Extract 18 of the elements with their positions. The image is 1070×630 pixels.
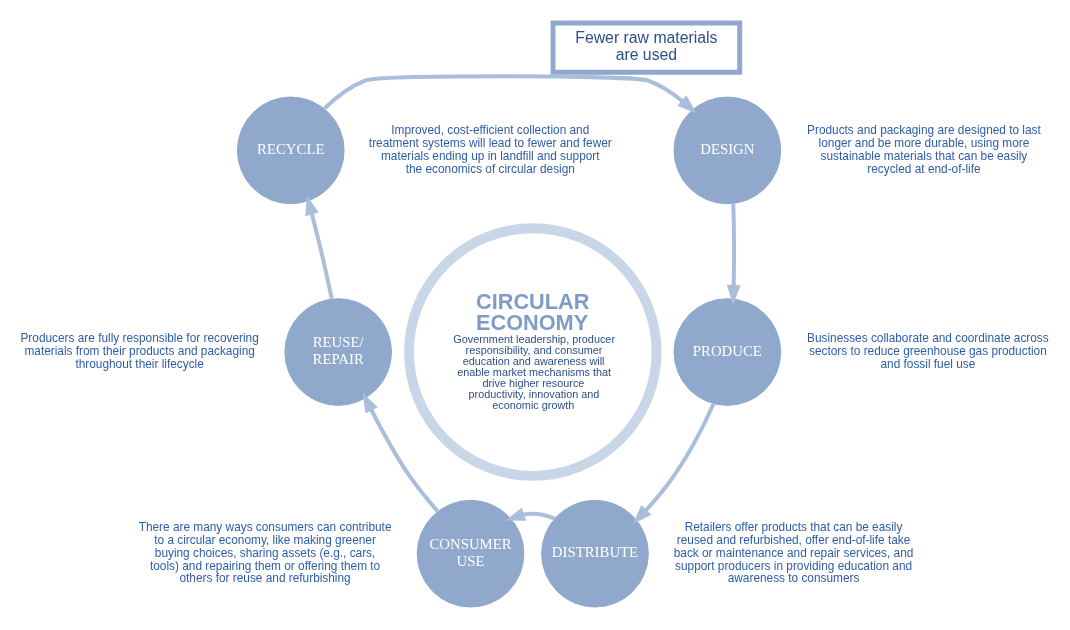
node-label: Products and packaging are designed to last longer and be more durable, using more sustainable materials that can be easily recycled at end-of-life: [807, 123, 1041, 176]
arrow: [632, 402, 716, 525]
node-circle: DISTRIBUTE: [541, 499, 649, 608]
node-circle: RECYCLE: [236, 96, 345, 205]
node-circle: CIRCULAR ECONOMY Government leadership, producer responsibility, and consumer education and awareness will enable market mechanisms that drive higher resource productivity, innovation and economic growth: [404, 223, 662, 481]
node-label: Producers are fully responsible for recovering materials from their products and packaging throughout their lifecycle: [20, 331, 259, 371]
node-label: Improved, cost-efficient collection and treatment systems will lead to fewer and fewer materials ending up in landfill and support the economics of circular design: [368, 123, 612, 176]
node-circle: PRODUCE: [673, 298, 782, 406]
arrow: [505, 507, 556, 521]
arrow: [305, 195, 334, 300]
node-label: There are many ways consumers can contribute to a circular economy, like making greener buying choices, sharing assets (e.g., cars, tools) and repairing them or offering them to others for reuse and refurbishing: [138, 520, 392, 586]
arrow: [362, 392, 440, 513]
arrow: [323, 74, 697, 114]
node-box: Fewer raw materials are used: [550, 20, 743, 75]
arrow: [726, 203, 741, 305]
node-label: Businesses collaborate and coordinate across sectors to reduce greenhouse gas production and fossil fuel use: [807, 331, 1049, 371]
node-label: Retailers offer products that can be easily reused and refurbished, offer end-of-life take back or maintenance and repair services, and support producers in providing education and awareness to consumers: [673, 520, 914, 586]
node-circle: REUSE/ REPAIR: [284, 298, 392, 406]
